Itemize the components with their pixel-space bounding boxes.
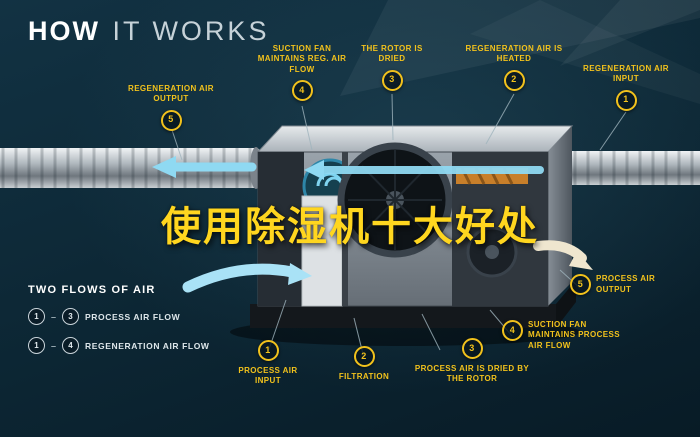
callout-regeneration-air-output: REGENERATION AIR OUTPUT 5: [112, 84, 230, 131]
left-duct: [0, 147, 262, 189]
step-badge-5: 5: [160, 109, 182, 131]
legend-badge-4: 4: [62, 337, 80, 354]
callout-filtration: 2 FILTRATION: [322, 346, 406, 382]
callout-label: REGENERATION AIR INPUT: [583, 64, 669, 84]
step-badge-3: 3: [461, 338, 483, 359]
callout-label: SUCTION FAN MAINTAINS REG. AIR FLOW: [257, 44, 347, 74]
callout-suction-fan-process: 4 SUCTION FAN MAINTAINS PROCESS AIR FLOW: [502, 320, 634, 351]
step-badge-4: 4: [291, 80, 313, 102]
legend-label: PROCESS AIR FLOW: [85, 311, 181, 322]
callout-label: SUCTION FAN MAINTAINS PROCESS AIR FLOW: [528, 320, 620, 350]
leader-lines: [171, 93, 627, 359]
callout-label: REGENERATION AIR OUTPUT: [128, 84, 214, 104]
legend-title: TWO FLOWS OF AIR: [28, 284, 156, 296]
callout-label: PROCESS AIR OUTPUT: [596, 274, 656, 294]
step-badge-4: 4: [502, 320, 523, 341]
title-word-it-works: IT WORKS: [112, 16, 270, 46]
legend-label: REGENERATION AIR FLOW: [85, 340, 210, 351]
callout-label: REGENERATION AIR IS HEATED: [465, 44, 563, 64]
callout-label: PROCESS AIR INPUT: [238, 366, 298, 386]
title-word-how: HOW: [28, 16, 100, 46]
legend-badge-1: 1: [28, 308, 45, 325]
callout-suction-fan-reg: SUCTION FAN MAINTAINS REG. AIR FLOW 4: [250, 44, 354, 102]
step-badge-1: 1: [257, 340, 279, 361]
right-duct: [549, 150, 700, 186]
legend-separator: –: [51, 340, 57, 351]
legend-separator: –: [51, 311, 57, 322]
legend-item-process-flow: 1 – 3 PROCESS AIR FLOW: [28, 308, 210, 325]
step-badge-1: 1: [615, 89, 637, 111]
callout-label: PROCESS AIR IS DRIED BY THE ROTOR: [414, 364, 530, 384]
dehumidifier-unit: [230, 125, 580, 346]
page-title: HOW IT WORKS: [28, 16, 269, 47]
step-badge-3: 3: [381, 69, 403, 91]
legend-badge-1: 1: [28, 337, 45, 354]
callout-regeneration-air-heated: REGENERATION AIR IS HEATED 2: [458, 44, 570, 91]
step-badge-2: 2: [503, 69, 525, 91]
callout-label: FILTRATION: [338, 372, 390, 381]
step-badge-5: 5: [570, 274, 591, 295]
airflow-arrows: [152, 156, 593, 293]
step-badge-2: 2: [353, 346, 375, 367]
callout-process-air-input: 1 PROCESS AIR INPUT: [228, 340, 308, 387]
callout-label: THE ROTOR IS DRIED: [361, 44, 423, 64]
callout-process-air-output: 5 PROCESS AIR OUTPUT: [570, 274, 686, 295]
light-streaks: [340, 0, 700, 104]
callout-process-air-dried: 3 PROCESS AIR IS DRIED BY THE ROTOR: [408, 338, 536, 385]
legend-two-flows: TWO FLOWS OF AIR 1 – 3 PROCESS AIR FLOW …: [28, 284, 210, 354]
legend-badge-3: 3: [62, 308, 80, 325]
callout-regeneration-air-input: REGENERATION AIR INPUT 1: [574, 64, 678, 111]
chinese-headline: 使用除湿机十大好处: [161, 205, 539, 249]
legend-item-regeneration-flow: 1 – 4 REGENERATION AIR FLOW: [28, 337, 210, 354]
callout-rotor-dried: THE ROTOR IS DRIED 3: [350, 44, 434, 91]
